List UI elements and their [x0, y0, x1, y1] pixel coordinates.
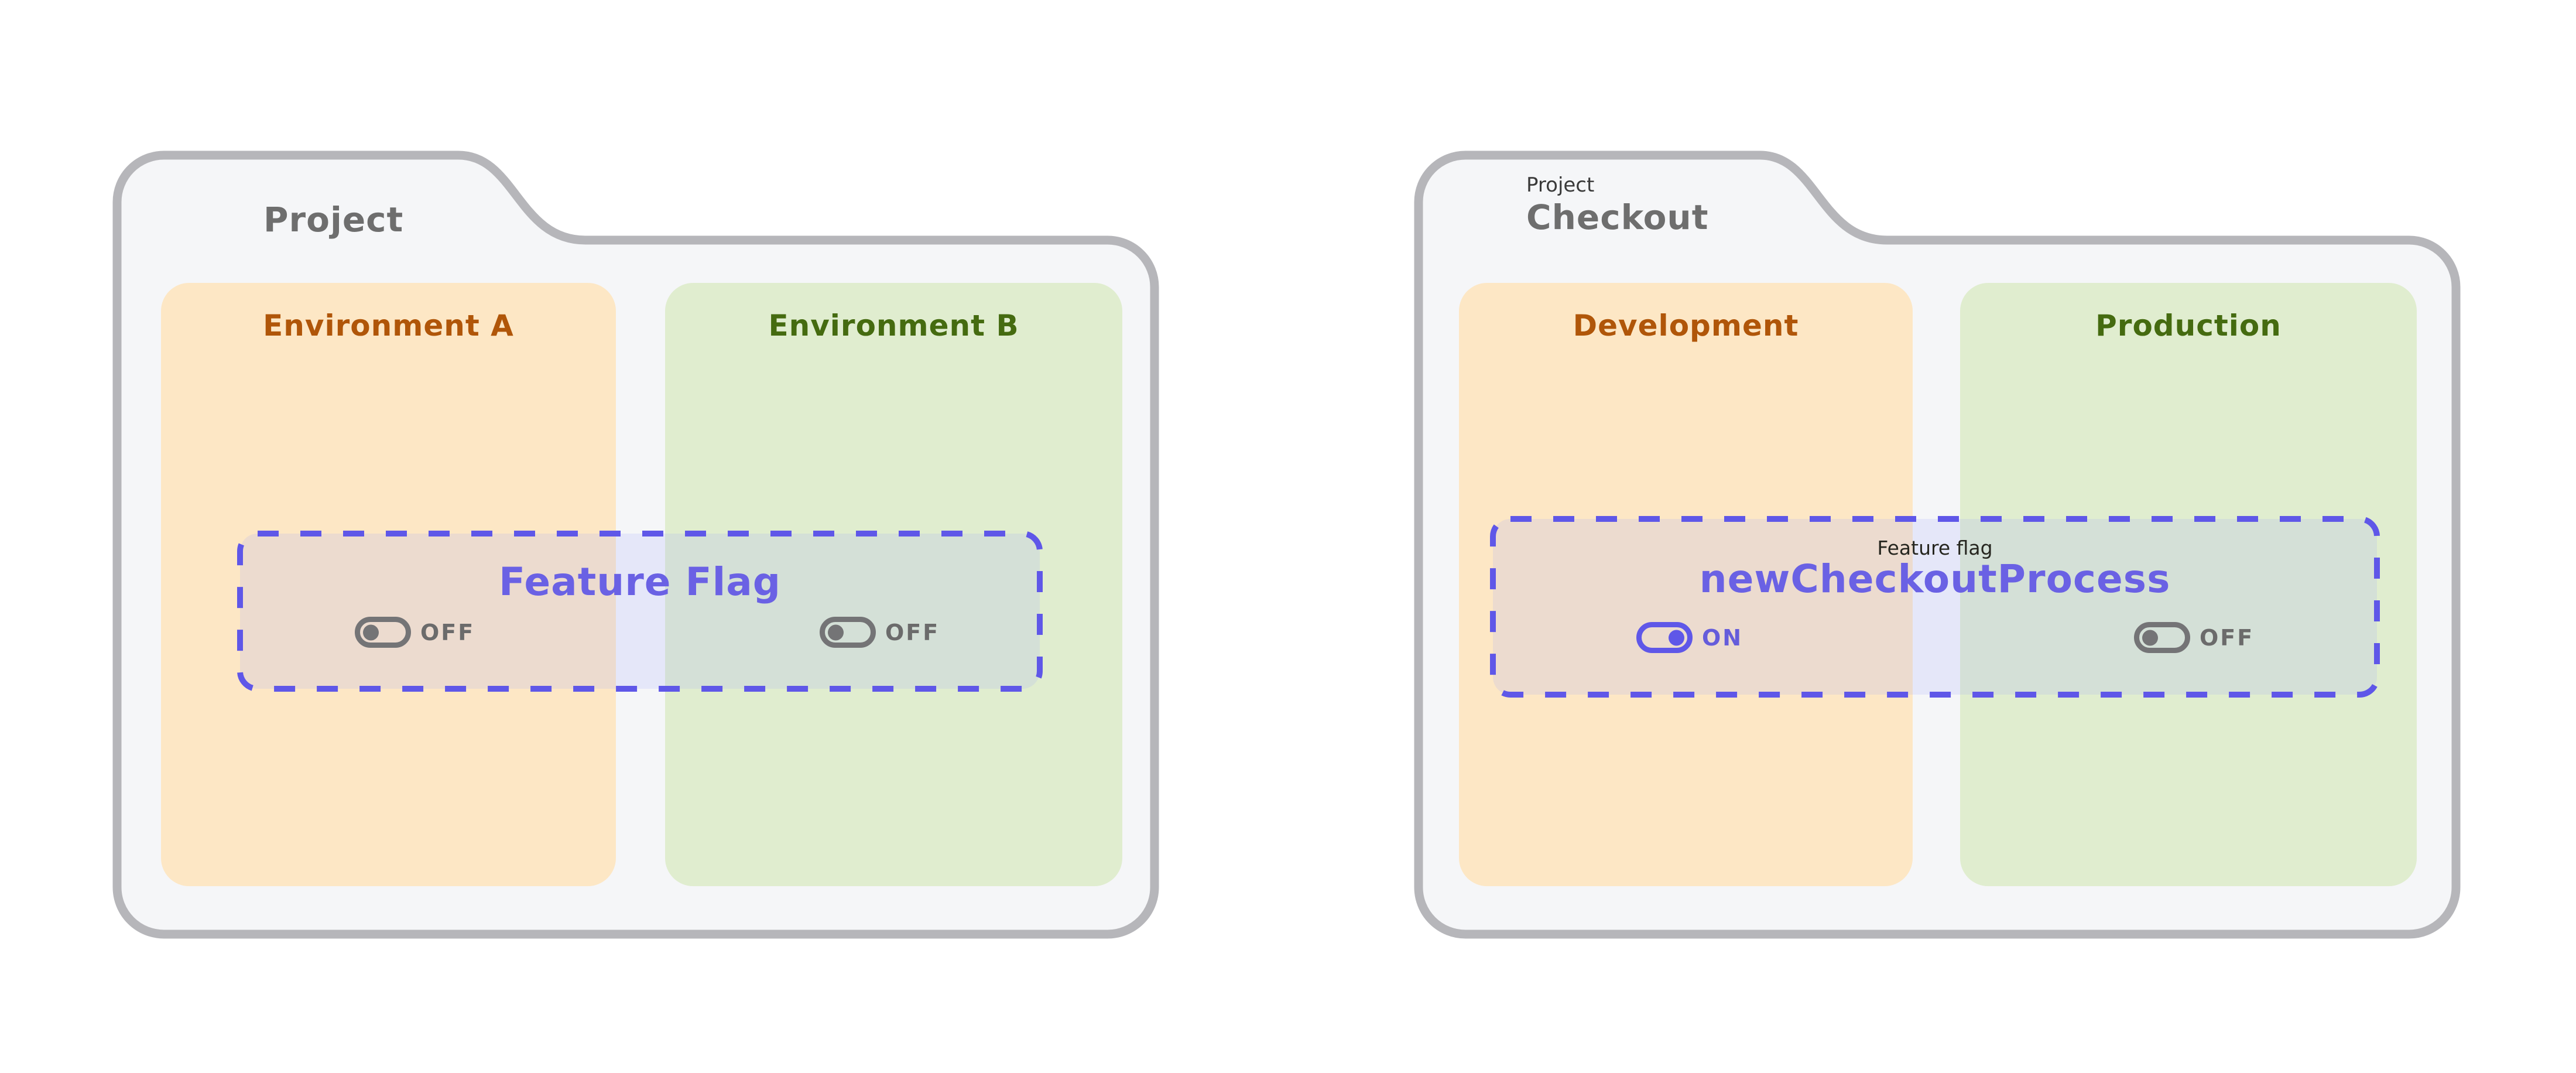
development-panel — [1459, 283, 1913, 886]
environment-a-panel — [161, 283, 616, 886]
folder-title-project: Project — [263, 200, 404, 240]
feature-flag-boundary — [237, 531, 1043, 692]
folder-title-checkout: Checkout — [1526, 197, 1709, 237]
environment-b-label: Environment B — [768, 309, 1019, 343]
feature-flag-name: newCheckoutProcess — [1699, 556, 2171, 602]
production-toggle-group: OFF — [2134, 622, 2254, 653]
development-toggle-state: ON — [1702, 624, 1743, 651]
toggle-knob — [363, 624, 379, 640]
toggle-knob — [1669, 630, 1684, 645]
development-label: Development — [1573, 309, 1799, 343]
environment-b-toggle[interactable] — [820, 617, 876, 648]
environment-b-panel — [665, 283, 1122, 886]
folder-tab-kicker: Project — [1526, 173, 1595, 197]
environment-b-toggle-state: OFF — [885, 619, 940, 645]
production-panel — [1960, 283, 2417, 886]
environment-a-label: Environment A — [263, 309, 514, 343]
production-toggle-state: OFF — [2200, 624, 2255, 651]
feature-flag-kicker: Feature flag — [1877, 536, 1993, 559]
production-toggle[interactable] — [2134, 622, 2190, 653]
environment-a-toggle-state: OFF — [420, 619, 475, 645]
toggle-knob — [2142, 630, 2158, 645]
development-toggle[interactable] — [1636, 622, 1693, 653]
feature-flag-title: Feature Flag — [498, 559, 782, 604]
environment-a-toggle-group: OFF — [355, 617, 475, 648]
environment-a-toggle[interactable] — [355, 617, 411, 648]
development-toggle-group: ON — [1636, 622, 1743, 653]
environment-b-toggle-group: OFF — [820, 617, 940, 648]
toggle-knob — [828, 624, 844, 640]
production-label: Production — [2095, 309, 2282, 343]
